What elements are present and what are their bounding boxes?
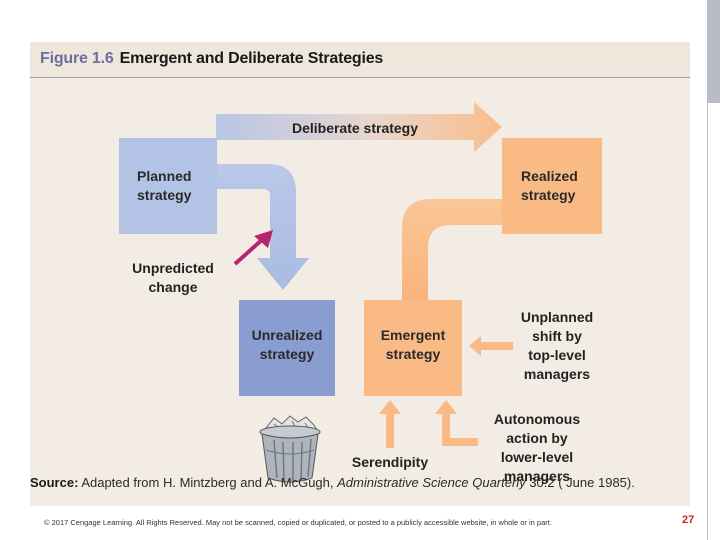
planned-line-1: Planned <box>137 168 191 184</box>
deliberate-strategy-label: Deliberate strategy <box>292 120 418 136</box>
figure-body: Deliberate strategy Planned strategy Rea… <box>30 78 690 506</box>
unpredicted-line-2: change <box>148 279 197 295</box>
figure-number: Figure 1.6 <box>40 50 114 67</box>
autonomous-line-2: action by <box>506 430 568 446</box>
realized-line-1: Realized <box>521 168 578 184</box>
emergent-line-1: Emergent <box>381 327 446 343</box>
emergent-strategy-box: Emergent strategy <box>364 300 462 396</box>
unplanned-shift-arrow <box>469 336 513 356</box>
realized-strategy-box: Realized strategy <box>502 138 602 234</box>
autonomous-action-arrow <box>435 400 478 446</box>
unplanned-line-1: Unplanned <box>521 309 593 325</box>
figure-title: Figure 1.6 Emergent and Deliberate Strate… <box>40 50 383 68</box>
copyright-notice: © 2017 Cengage Learning. All Rights Rese… <box>44 518 552 527</box>
source-prefix: Source: <box>30 475 78 490</box>
emergent-to-realized-arrow <box>402 199 502 302</box>
planned-line-2: strategy <box>137 187 192 203</box>
figure-title-text: Emergent and Deliberate Strategies <box>120 50 384 67</box>
unrealized-line-1: Unrealized <box>252 327 323 343</box>
unpredicted-change: Unpredicted change <box>132 230 273 295</box>
figure-header: Figure 1.6 Emergent and Deliberate Strate… <box>30 42 690 78</box>
realized-line-2: strategy <box>521 187 576 203</box>
source-citation-detail: 30:2 ( June 1985). <box>529 475 635 490</box>
source-text: Adapted from H. Mintzberg and A. McGugh, <box>81 475 333 490</box>
slide-edge-line <box>707 103 708 540</box>
unplanned-line-4: managers <box>524 366 590 382</box>
unrealized-strategy-box: Unrealized strategy <box>239 300 335 396</box>
strategy-diagram: Deliberate strategy Planned strategy Rea… <box>30 78 690 506</box>
trash-can-icon <box>260 416 320 482</box>
source-citation: Source: Adapted from H. Mintzberg and A.… <box>30 475 635 490</box>
autonomous-line-1: Autonomous <box>494 411 581 427</box>
unpredicted-line-1: Unpredicted <box>132 260 214 276</box>
autonomous-action-label: Autonomous action by lower-level manager… <box>494 411 581 484</box>
serendipity-arrow <box>379 400 401 448</box>
planned-strategy-box: Planned strategy <box>119 138 217 234</box>
source-journal: Administrative Science Quarterly <box>337 475 526 490</box>
emergent-line-2: strategy <box>386 346 441 362</box>
autonomous-line-3: lower-level <box>501 449 573 465</box>
slide-edge-bar <box>707 0 720 103</box>
unplanned-line-2: shift by <box>532 328 582 344</box>
deliberate-strategy-arrow: Deliberate strategy <box>216 102 502 152</box>
unplanned-line-3: top-level <box>528 347 586 363</box>
serendipity-label: Serendipity <box>352 454 428 470</box>
unrealized-line-2: strategy <box>260 346 315 362</box>
planned-to-unrealized-arrow <box>216 164 309 290</box>
figure: Figure 1.6 Emergent and Deliberate Strate… <box>30 42 690 494</box>
unplanned-shift-label: Unplanned shift by top-level managers <box>521 309 593 382</box>
page-number: 27 <box>682 514 694 526</box>
